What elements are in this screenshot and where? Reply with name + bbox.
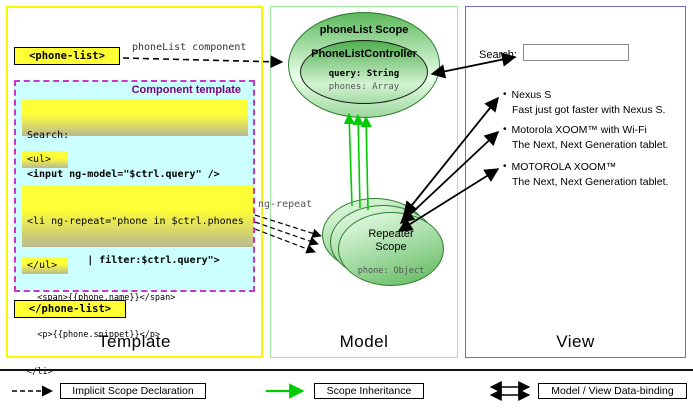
component-template-title: Component template bbox=[131, 84, 241, 96]
phonelist-controller-ellipse bbox=[300, 40, 428, 104]
query-property: query: String bbox=[328, 69, 400, 79]
ul-close-tag: </ul> bbox=[22, 257, 68, 274]
bullet-icon: • bbox=[503, 124, 507, 135]
view-search-input[interactable] bbox=[523, 44, 629, 61]
li-code-line2: | filter:$ctrl.query"> bbox=[27, 255, 220, 266]
view-search-label: Search: bbox=[479, 49, 517, 61]
list-item: • Nexus S bbox=[503, 89, 678, 101]
search-code-block: Search: <input ng-model="$ctrl.query" /> bbox=[22, 99, 248, 180]
ul-open-tag: <ul> bbox=[22, 151, 68, 168]
list-item: • Motorola XOOM™ with Wi-Fi bbox=[503, 124, 678, 136]
template-caption: Template bbox=[98, 332, 171, 351]
phone-name: Motorola XOOM™ with Wi-Fi bbox=[511, 124, 647, 136]
phonelist-controller-title: PhoneListController bbox=[311, 48, 417, 60]
phone-snippet: The Next, Next Generation tablet. bbox=[512, 176, 669, 188]
ng-model-code: <input ng-model="$ctrl.query" /> bbox=[27, 169, 220, 180]
repeater-title-line1: Repeater bbox=[368, 228, 414, 240]
phone-property: phone: Object bbox=[357, 266, 425, 276]
list-item: • MOTOROLA XOOM™ bbox=[503, 161, 678, 173]
repeater-scope-title: Repeater Scope bbox=[338, 228, 444, 254]
li-code-line3: <span>{{phone.name}}</span> bbox=[27, 293, 176, 303]
phones-property: phones: Array bbox=[328, 82, 400, 92]
bullet-icon: • bbox=[503, 89, 507, 100]
legend-data-binding: Model / View Data-binding bbox=[538, 383, 687, 399]
model-caption: Model bbox=[339, 332, 389, 351]
phone-name: MOTOROLA XOOM™ bbox=[511, 161, 617, 173]
phonelist-scope-title: phoneList Scope bbox=[319, 24, 409, 36]
search-code-label: Search: bbox=[27, 130, 70, 141]
ng-repeat-label: ng-repeat bbox=[258, 199, 313, 210]
li-code-line1: <li ng-repeat="phone in $ctrl.phones bbox=[27, 216, 244, 227]
phone-list-open-tag: <phone-list> bbox=[14, 47, 120, 65]
phone-snippet: The Next, Next Generation tablet. bbox=[512, 139, 669, 151]
phonelist-component-arrow-label: phoneList component bbox=[132, 42, 247, 53]
legend-implicit-scope: Implicit Scope Declaration bbox=[60, 383, 206, 399]
repeater-title-line2: Scope bbox=[375, 241, 407, 253]
li-code-block: <li ng-repeat="phone in $ctrl.phones | f… bbox=[22, 185, 253, 377]
legend-separator bbox=[0, 369, 693, 371]
view-caption: View bbox=[556, 332, 595, 351]
phone-list-close-tag: </phone-list> bbox=[14, 300, 126, 318]
li-code-line5: </li> bbox=[27, 367, 53, 377]
legend-scope-inheritance: Scope Inheritance bbox=[314, 383, 424, 399]
phone-snippet: Fast just got faster with Nexus S. bbox=[512, 104, 666, 116]
phone-name: Nexus S bbox=[511, 89, 552, 101]
li-code-line4: <p>{{phone.snippet}}</p> bbox=[27, 330, 161, 340]
bullet-icon: • bbox=[503, 161, 507, 172]
